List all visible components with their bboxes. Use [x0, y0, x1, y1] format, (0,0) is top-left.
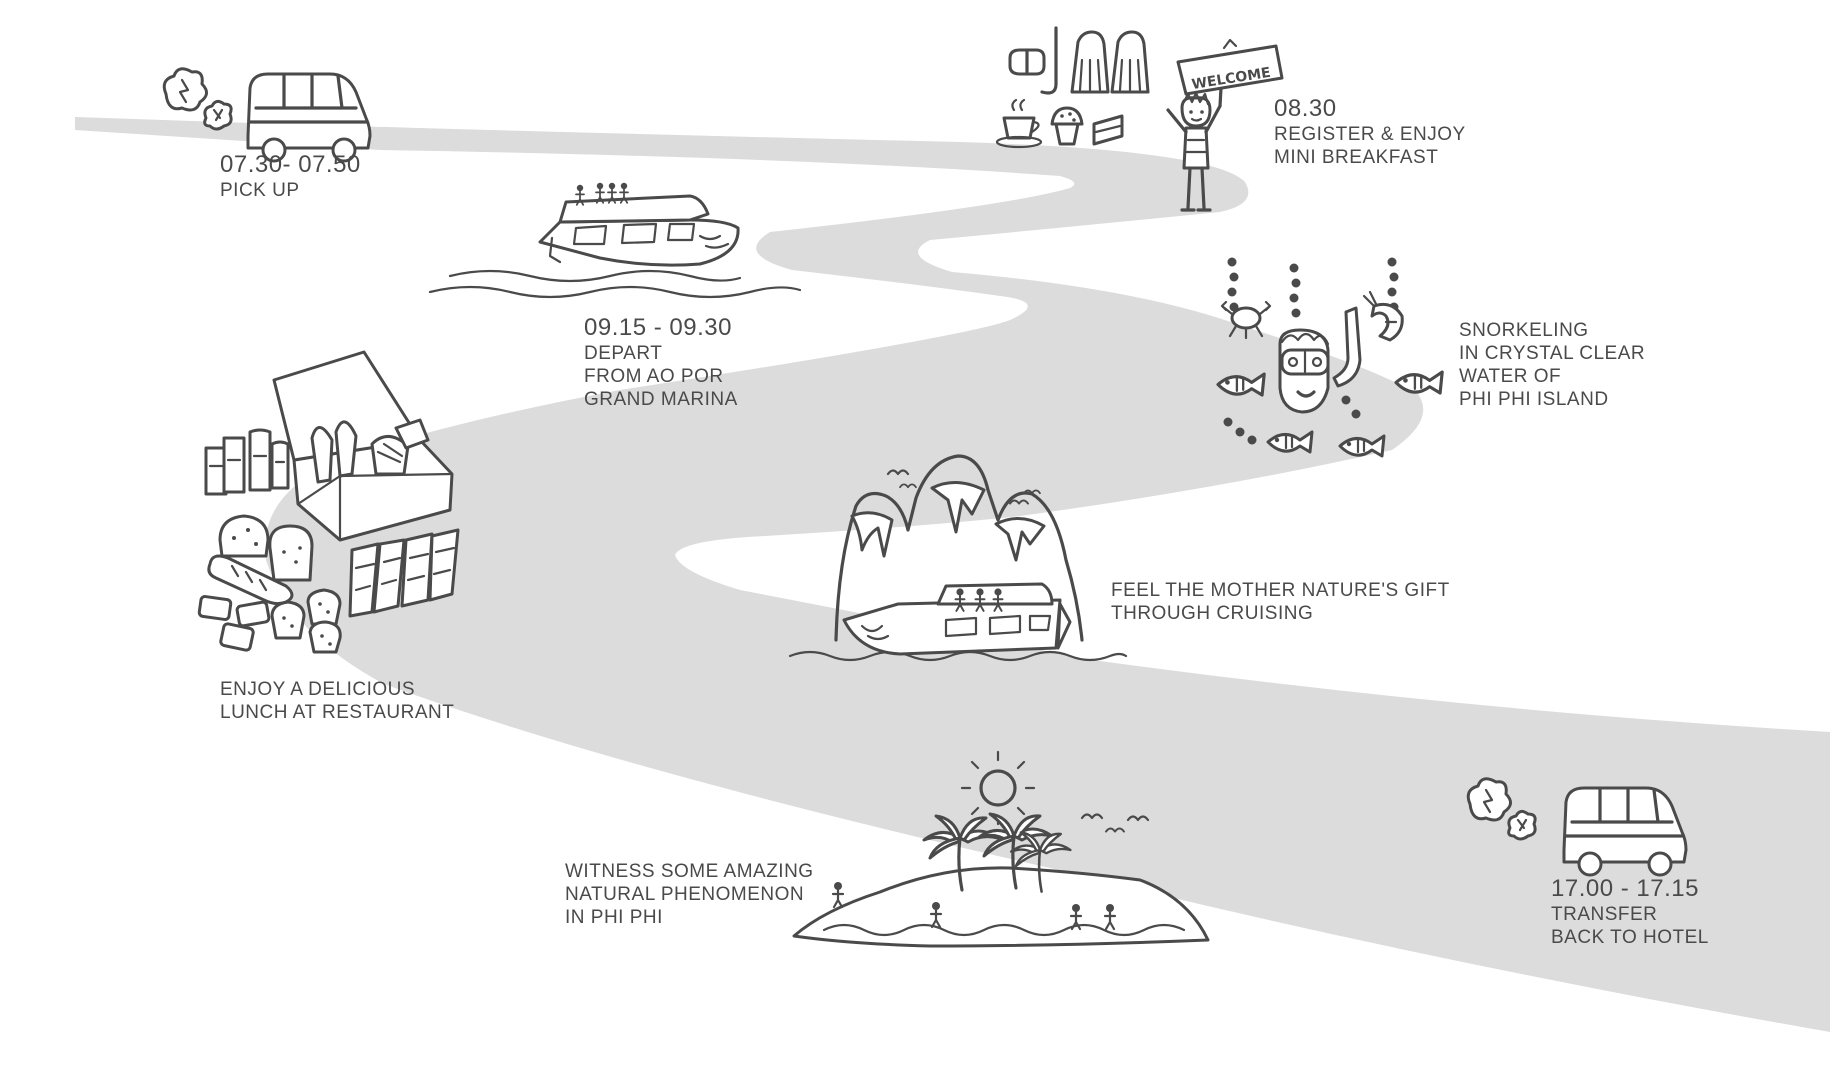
step-line: FEEL THE MOTHER NATURE'S GIFT: [1111, 580, 1450, 601]
step-cruise: FEEL THE MOTHER NATURE'S GIFT THROUGH CR…: [1111, 579, 1450, 625]
step-line: PHI PHI ISLAND: [1459, 389, 1609, 410]
drink-cartons-icon: [204, 428, 290, 496]
step-time: 08.30: [1274, 95, 1337, 122]
lunch-box-icon: [272, 350, 454, 542]
welcome-person-icon: [1166, 91, 1222, 212]
step-line: IN CRYSTAL CLEAR: [1459, 343, 1646, 364]
step-line: SNORKELING: [1459, 320, 1589, 341]
step-line: NATURAL PHENOMENON: [565, 884, 805, 905]
step-phenomenon: WITNESS SOME AMAZING NATURAL PHENOMENON …: [565, 860, 814, 929]
welcome-snorkel-breakfast-icon: WELCOME: [995, 26, 1284, 212]
lunch-food-icon: [197, 350, 460, 654]
step-pickup: 07.30- 07.50 PICK UP: [220, 152, 361, 202]
step-time: 07.30- 07.50: [220, 151, 361, 178]
crab-icon: [1220, 300, 1272, 340]
step-line: ENJOY A DELICIOUS: [220, 679, 416, 700]
snorkel-mask-icon: [1008, 26, 1058, 95]
step-line: WATER OF: [1459, 366, 1562, 387]
muffin-icon: [1050, 106, 1084, 146]
step-line: MINI BREAKFAST: [1274, 147, 1439, 168]
road-path: [75, 117, 1830, 1032]
island-palm-sun-icon: [792, 750, 1210, 948]
van-icon-pickup: [246, 72, 372, 163]
swim-fins-icon: [1070, 30, 1150, 94]
step-register: 08.30 REGISTER & ENJOY MINI BREAKFAST: [1274, 96, 1466, 169]
small-snacks-icon: [197, 588, 342, 654]
step-line: WITNESS SOME AMAZING: [565, 861, 814, 882]
skewers-icon: [348, 528, 460, 618]
step-snorkel: SNORKELING IN CRYSTAL CLEAR WATER OF PHI…: [1459, 319, 1645, 411]
step-depart: 09.15 - 09.30 DEPART FROM AO POR GRAND M…: [584, 315, 738, 411]
step-line: REGISTER & ENJOY: [1274, 124, 1466, 145]
speedboat-icon: [428, 181, 802, 299]
step-line: IN PHI PHI: [565, 907, 663, 928]
step-line: LUNCH AT RESTAURANT: [220, 702, 455, 723]
step-line: GRAND MARINA: [584, 389, 738, 410]
step-line: BACK TO HOTEL: [1551, 927, 1709, 948]
step-time: 17.00 - 17.15: [1551, 875, 1699, 902]
step-lunch: ENJOY A DELICIOUS LUNCH AT RESTAURANT: [220, 678, 454, 724]
step-time: 09.15 - 09.30: [584, 314, 732, 341]
step-line: TRANSFER: [1551, 904, 1658, 925]
cliffs-cruise-boat-icon: [788, 454, 1128, 662]
shrimp-icon: [1362, 290, 1404, 342]
step-line: DEPART: [584, 343, 663, 364]
step-line: THROUGH CRUISING: [1111, 603, 1314, 624]
cake-slice-icon: [1092, 114, 1124, 146]
step-line: FROM AO POR: [584, 366, 724, 387]
van-icon-transfer: [1562, 786, 1688, 877]
step-line: PICK UP: [220, 180, 300, 201]
snorkeler-fish-icon: [1216, 257, 1444, 458]
bread-icon: [207, 514, 314, 606]
coffee-cup-icon: [995, 98, 1043, 149]
snorkeler-icon: [1278, 306, 1362, 414]
exhaust-puffs-icon-pickup: [162, 67, 233, 131]
step-transfer: 17.00 - 17.15 TRANSFER BACK TO HOTEL: [1551, 876, 1709, 949]
